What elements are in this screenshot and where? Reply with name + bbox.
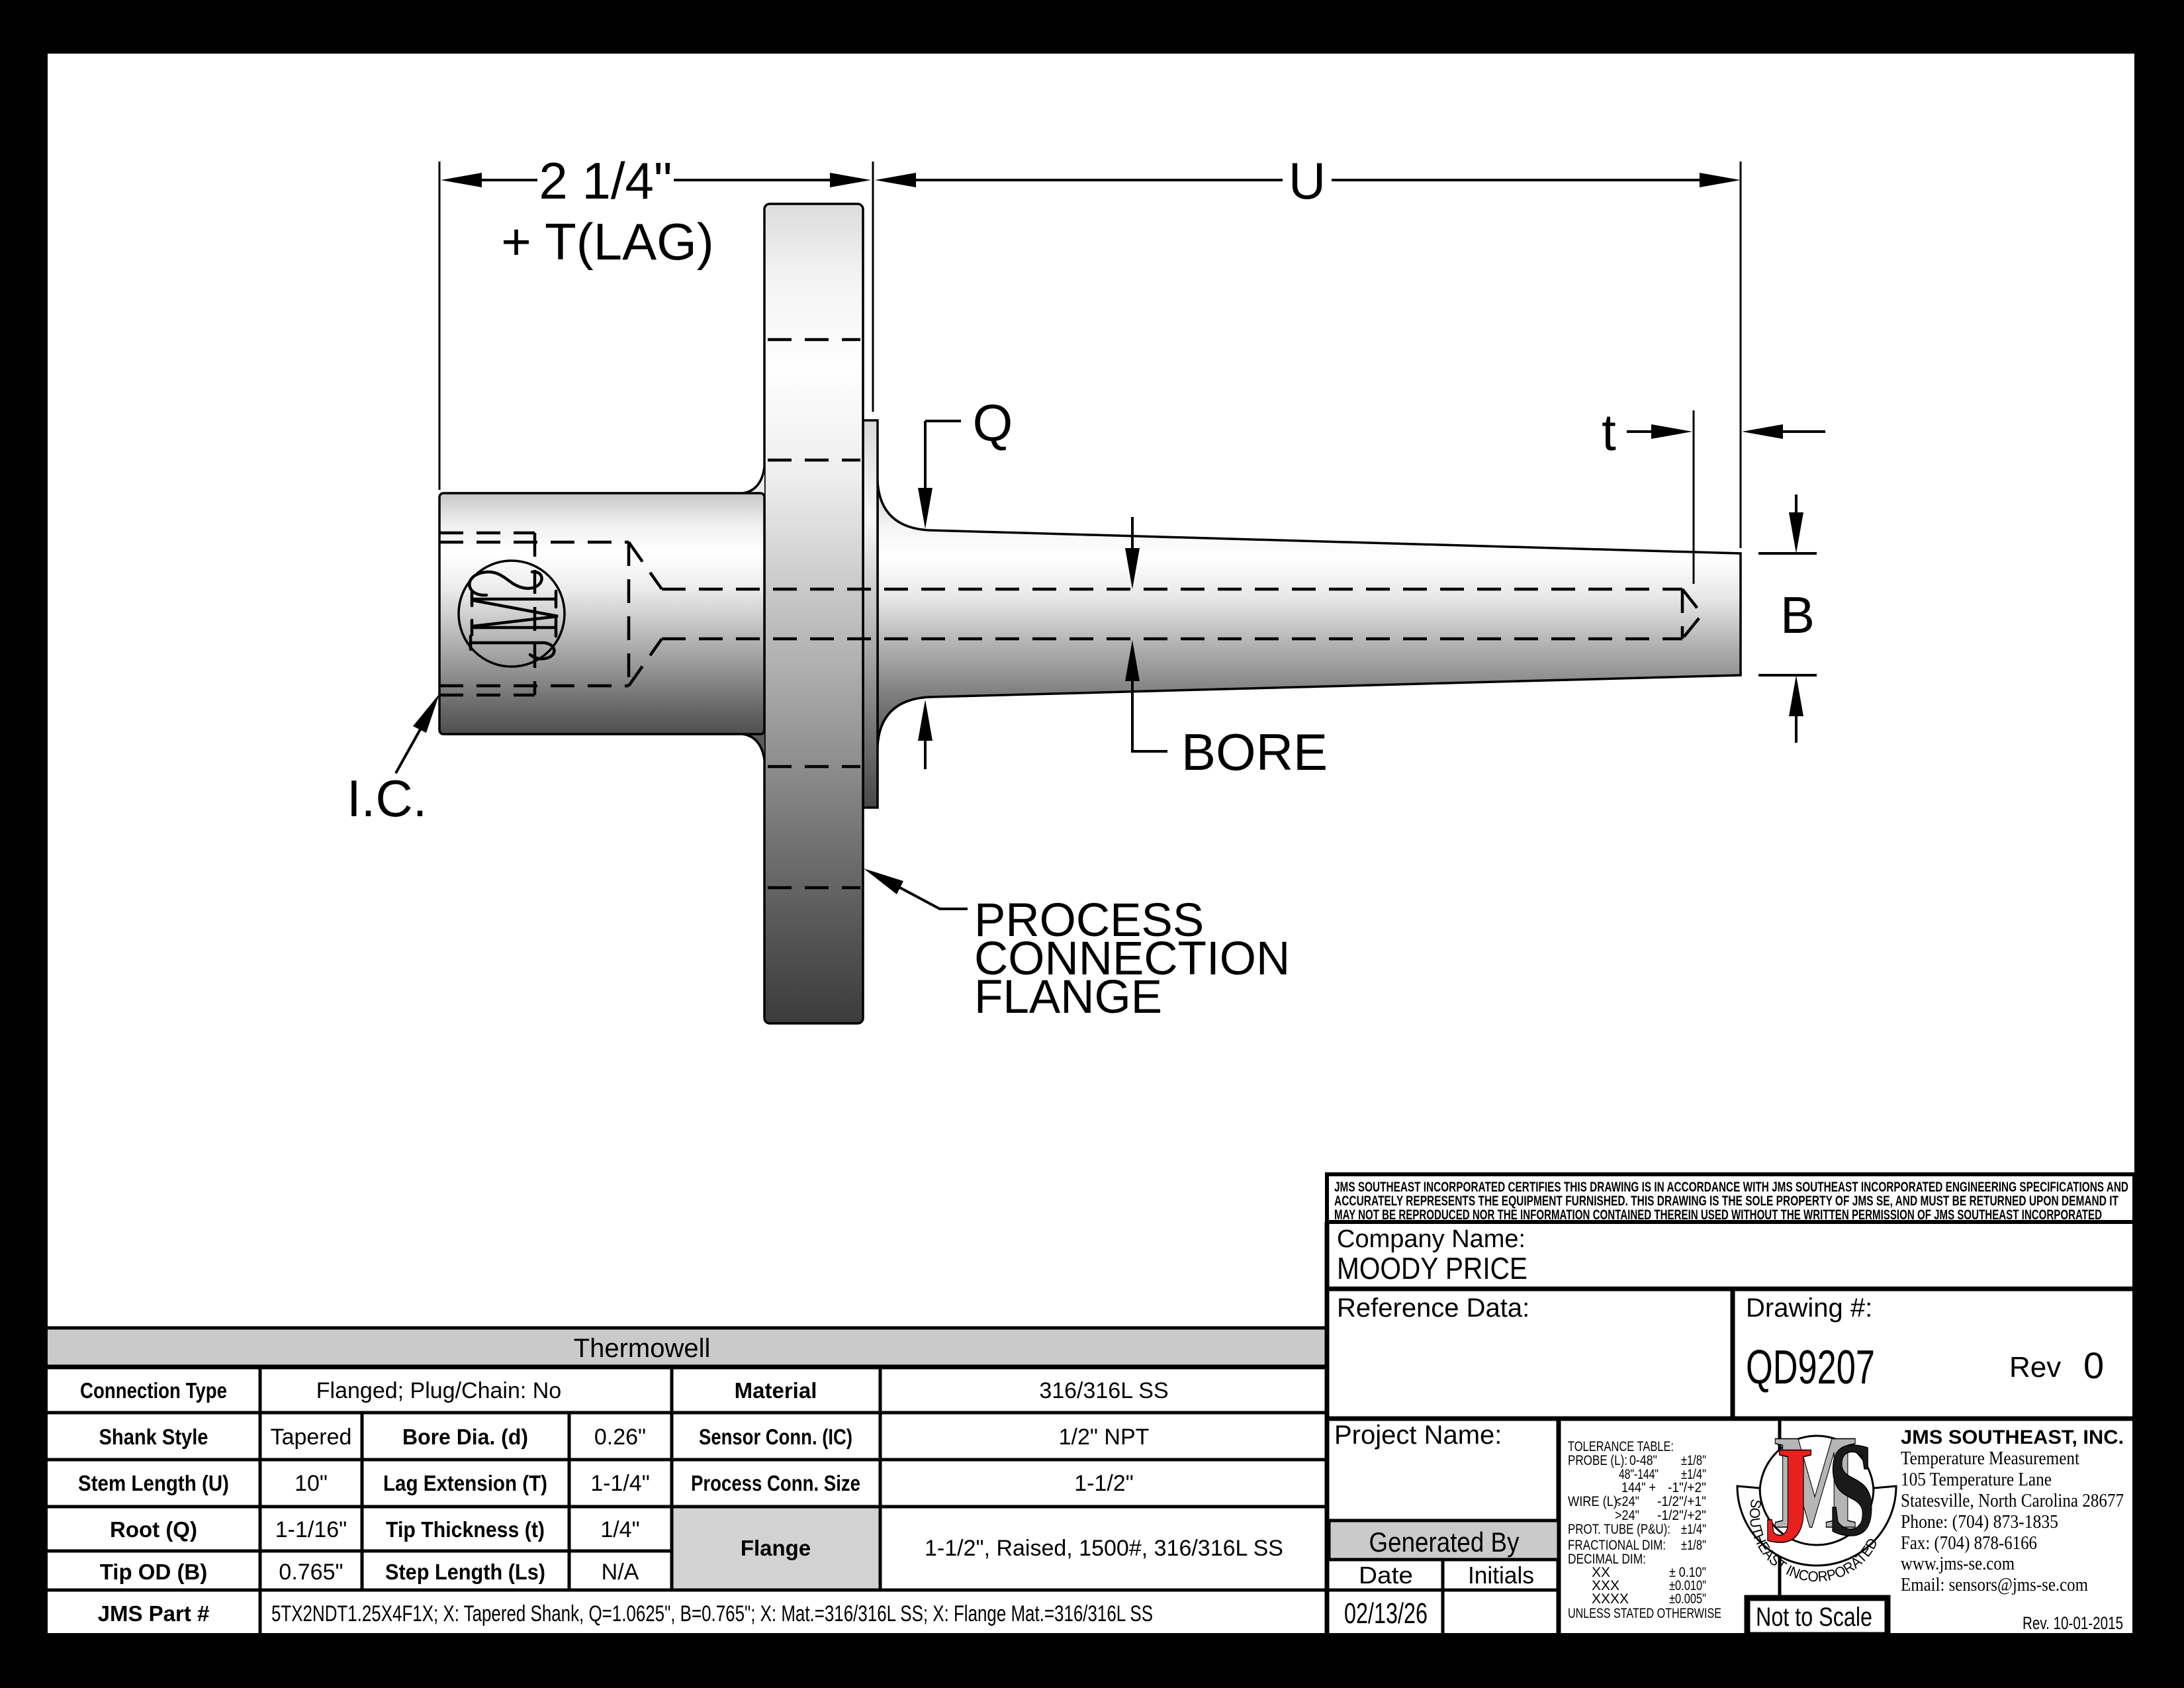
svg-text:±1/4": ±1/4" bbox=[1681, 1522, 1706, 1537]
svg-text:>24": >24" bbox=[1615, 1508, 1639, 1523]
svg-text:UNLESS STATED OTHERWISE: UNLESS STATED OTHERWISE bbox=[1568, 1606, 1721, 1621]
svg-text:PROCESS: PROCESS bbox=[974, 894, 1204, 947]
svg-text:±0.010": ±0.010" bbox=[1669, 1578, 1706, 1593]
svg-text:CONNECTION: CONNECTION bbox=[974, 933, 1290, 985]
svg-text:±0.005": ±0.005" bbox=[1669, 1591, 1706, 1607]
svg-text:Project Name:: Project Name: bbox=[1334, 1421, 1502, 1450]
svg-text:Lag Extension (T): Lag Extension (T) bbox=[383, 1471, 547, 1495]
svg-text:MAY NOT BE REPRODUCED NOR THE: MAY NOT BE REPRODUCED NOR THE INFORMATIO… bbox=[1334, 1207, 2102, 1223]
svg-text:Flange: Flange bbox=[741, 1536, 811, 1560]
svg-text:Process Conn. Size: Process Conn. Size bbox=[691, 1471, 860, 1495]
svg-text:Reference Data:: Reference Data: bbox=[1337, 1293, 1529, 1323]
svg-text:FLANGE: FLANGE bbox=[974, 971, 1162, 1023]
svg-text:MOODY PRICE: MOODY PRICE bbox=[1337, 1251, 1527, 1286]
svg-text:1/4": 1/4" bbox=[600, 1517, 639, 1542]
svg-text:U: U bbox=[1289, 152, 1326, 210]
svg-text:PROT. TUBE (P&U):: PROT. TUBE (P&U): bbox=[1568, 1522, 1670, 1537]
svg-text:Bore Dia. (d): Bore Dia. (d) bbox=[402, 1425, 528, 1449]
svg-text:JMS SOUTHEAST, INC.: JMS SOUTHEAST, INC. bbox=[1901, 1427, 2124, 1448]
svg-text:5TX2NDT1.25X4F1X; X: Tapered S: 5TX2NDT1.25X4F1X; X: Tapered Shank, Q=1.… bbox=[271, 1601, 1153, 1626]
svg-text:<24": <24" bbox=[1615, 1494, 1639, 1509]
svg-text:-1/2"/+2": -1/2"/+2" bbox=[1657, 1508, 1706, 1523]
svg-text:Tapered: Tapered bbox=[271, 1425, 352, 1450]
svg-text:FRACTIONAL DIM:: FRACTIONAL DIM: bbox=[1568, 1538, 1666, 1553]
svg-text:Fax: (704) 878-6166: Fax: (704) 878-6166 bbox=[1901, 1532, 2037, 1554]
svg-text:02/13/26: 02/13/26 bbox=[1344, 1597, 1428, 1630]
svg-text:-1"/+2": -1"/+2" bbox=[1668, 1480, 1706, 1495]
svg-text:Sensor Conn. (IC): Sensor Conn. (IC) bbox=[699, 1425, 852, 1449]
svg-text:I.C.: I.C. bbox=[347, 769, 427, 827]
svg-text:Statesville, North Carolina 28: Statesville, North Carolina 28677 bbox=[1901, 1490, 2124, 1511]
svg-text:Root (Q): Root (Q) bbox=[110, 1517, 197, 1542]
svg-text:Rev: Rev bbox=[2009, 1351, 2061, 1383]
svg-text:DECIMAL DIM:: DECIMAL DIM: bbox=[1568, 1552, 1646, 1567]
svg-text:Company Name:: Company Name: bbox=[1337, 1225, 1525, 1253]
svg-text:Stem Length (U): Stem Length (U) bbox=[78, 1471, 229, 1495]
svg-text:+ T(LAG): + T(LAG) bbox=[501, 212, 713, 271]
svg-text:Not to Scale: Not to Scale bbox=[1756, 1603, 1872, 1632]
svg-text:Q: Q bbox=[973, 394, 1013, 452]
svg-text:2 1/4": 2 1/4" bbox=[539, 152, 672, 210]
svg-text:±1/8": ±1/8" bbox=[1681, 1538, 1706, 1553]
svg-text:WIRE (L):: WIRE (L): bbox=[1568, 1494, 1621, 1509]
svg-text:TOLERANCE TABLE:: TOLERANCE TABLE: bbox=[1568, 1439, 1674, 1454]
svg-text:1-1/16": 1-1/16" bbox=[275, 1517, 347, 1542]
svg-text:0: 0 bbox=[2083, 1344, 2104, 1386]
svg-text:Tip OD (B): Tip OD (B) bbox=[100, 1560, 208, 1584]
svg-text:JMS Part #: JMS Part # bbox=[98, 1601, 210, 1626]
svg-text:Thermowell: Thermowell bbox=[574, 1334, 711, 1363]
svg-text:10": 10" bbox=[295, 1471, 328, 1496]
svg-text:B: B bbox=[1780, 586, 1815, 644]
svg-text:Shank Style: Shank Style bbox=[99, 1425, 208, 1449]
svg-text:XX: XX bbox=[1592, 1565, 1610, 1580]
svg-text:N/A: N/A bbox=[602, 1560, 639, 1585]
svg-text:QD9207: QD9207 bbox=[1746, 1341, 1875, 1394]
svg-text:0.26": 0.26" bbox=[594, 1425, 646, 1450]
svg-text:PROBE (L):: PROBE (L): bbox=[1568, 1453, 1627, 1468]
svg-text:Temperature Measurement: Temperature Measurement bbox=[1901, 1448, 2079, 1469]
svg-text:BORE: BORE bbox=[1181, 723, 1328, 781]
svg-text:Generated By: Generated By bbox=[1369, 1526, 1520, 1558]
svg-text:144" +: 144" + bbox=[1621, 1480, 1656, 1495]
svg-text:Tip Thickness (t): Tip Thickness (t) bbox=[386, 1517, 545, 1542]
svg-text:1-1/2": 1-1/2" bbox=[1074, 1471, 1134, 1496]
svg-text:105 Temperature Lane: 105 Temperature Lane bbox=[1901, 1469, 2052, 1490]
svg-text:Email: sensors@jms-se.com: Email: sensors@jms-se.com bbox=[1901, 1574, 2088, 1595]
svg-text:Flanged; Plug/Chain: No: Flanged; Plug/Chain: No bbox=[316, 1378, 561, 1403]
svg-text:Phone: (704) 873-1835: Phone: (704) 873-1835 bbox=[1901, 1511, 2058, 1532]
svg-text:Date: Date bbox=[1359, 1562, 1413, 1589]
svg-text:Drawing #:: Drawing #: bbox=[1746, 1293, 1872, 1323]
svg-text:XXX: XXX bbox=[1592, 1578, 1619, 1593]
svg-text:t: t bbox=[1602, 403, 1616, 461]
svg-text:Connection Type: Connection Type bbox=[80, 1378, 227, 1403]
svg-text:1-1/4": 1-1/4" bbox=[590, 1471, 650, 1496]
svg-text:316/316L SS: 316/316L SS bbox=[1039, 1378, 1168, 1403]
svg-text:J: J bbox=[1763, 1417, 1814, 1571]
svg-text:Material: Material bbox=[735, 1378, 817, 1403]
svg-text:Rev. 10-01-2015: Rev. 10-01-2015 bbox=[2023, 1613, 2123, 1633]
svg-text:www.jms-se.com: www.jms-se.com bbox=[1901, 1553, 2015, 1574]
svg-text:ACCURATELY REPRESENTS THE EQUI: ACCURATELY REPRESENTS THE EQUIPMENT FURN… bbox=[1334, 1193, 2118, 1209]
svg-text:S: S bbox=[1828, 1414, 1875, 1564]
svg-text:0-48": 0-48" bbox=[1629, 1453, 1657, 1468]
svg-text:-1/2"/+1": -1/2"/+1" bbox=[1657, 1494, 1706, 1509]
svg-text:Step Length (Ls): Step Length (Ls) bbox=[385, 1560, 545, 1584]
svg-text:1/2" NPT: 1/2" NPT bbox=[1059, 1425, 1150, 1450]
svg-text:±1/4": ±1/4" bbox=[1681, 1467, 1706, 1482]
svg-text:48"-144": 48"-144" bbox=[1619, 1467, 1659, 1482]
svg-text:±1/8": ±1/8" bbox=[1681, 1453, 1706, 1468]
svg-text:1-1/2", Raised, 1500#, 316/316: 1-1/2", Raised, 1500#, 316/316L SS bbox=[925, 1536, 1283, 1561]
svg-text:0.765": 0.765" bbox=[279, 1560, 343, 1585]
svg-text:Initials: Initials bbox=[1468, 1562, 1534, 1589]
svg-text:± 0.10": ± 0.10" bbox=[1669, 1565, 1706, 1580]
svg-text:XXXX: XXXX bbox=[1592, 1591, 1629, 1607]
svg-text:M: M bbox=[1774, 1407, 1858, 1556]
svg-text:JMS SOUTHEAST INCORPORATED CER: JMS SOUTHEAST INCORPORATED CERTIFIES THI… bbox=[1334, 1179, 2128, 1195]
